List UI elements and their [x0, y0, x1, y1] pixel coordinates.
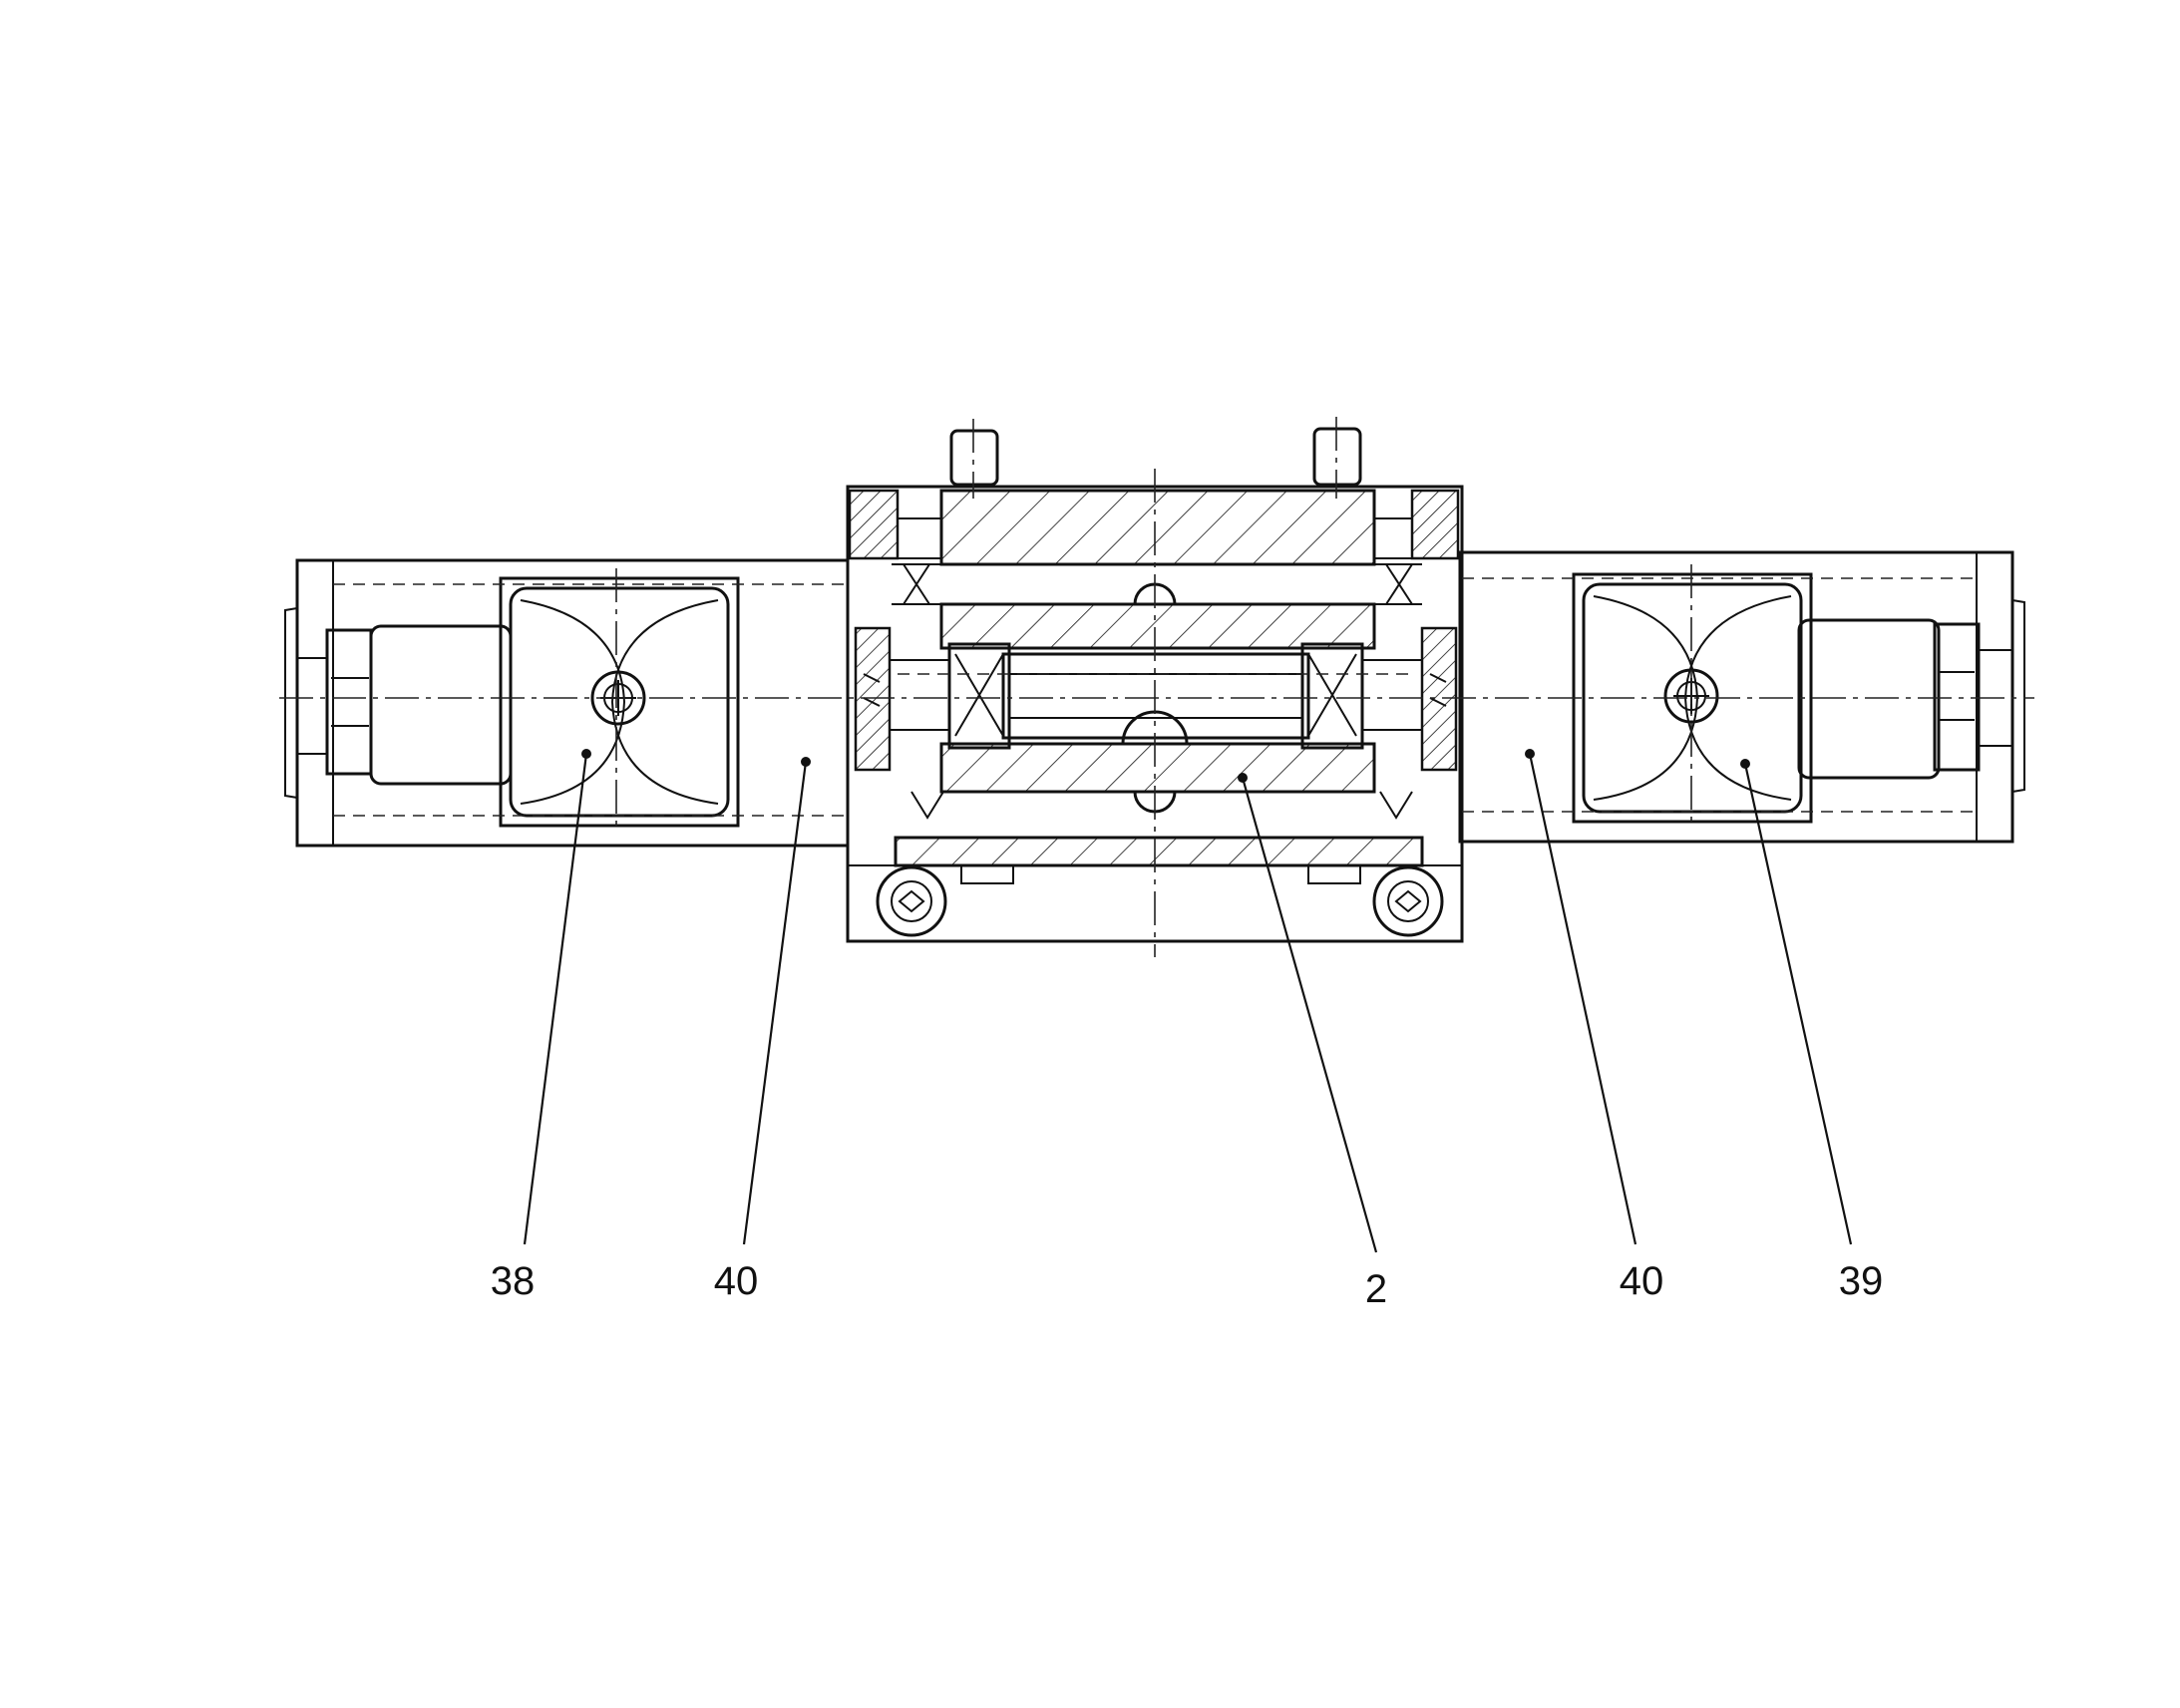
- solenoid-right-stem: [1797, 618, 1941, 780]
- coil-left-screw-icon: [590, 670, 646, 726]
- callout-label: 38: [491, 1259, 536, 1303]
- coil-left-frame: [499, 576, 740, 828]
- solenoid-left-housing: [295, 558, 850, 848]
- pin-left: [949, 429, 999, 487]
- callout-valve-body: 2: [1238, 773, 1387, 1311]
- callout-spacer-left: 40: [714, 757, 811, 1303]
- seal-left: [854, 626, 892, 772]
- nut-right: [1933, 622, 1981, 772]
- seal-right: [1420, 626, 1458, 772]
- callout-coil-left: 38: [491, 749, 591, 1303]
- spool: [1001, 652, 1310, 740]
- solenoid-left-stem: [369, 624, 513, 786]
- center-lines: [279, 417, 2034, 957]
- valve-body: [846, 427, 1464, 943]
- callout-label: 39: [1839, 1259, 1884, 1303]
- callout-spacer-right: 40: [1525, 749, 1663, 1303]
- spool-land-right: [1300, 642, 1364, 750]
- callout-label: 2: [1365, 1267, 1387, 1311]
- solenoid-right: [1458, 550, 2025, 844]
- solenoid-left: [284, 558, 850, 848]
- mount-bolt-left-icon: [876, 865, 947, 937]
- callout-label: 40: [1620, 1259, 1664, 1303]
- callout-coil-right: 39: [1740, 759, 1883, 1303]
- solenoid-right-housing: [1458, 550, 2014, 844]
- callout-label: 40: [714, 1259, 759, 1303]
- pin-right: [1312, 427, 1362, 487]
- spool-land-left: [947, 642, 1011, 750]
- mount-bolt-right-icon: [1372, 865, 1444, 937]
